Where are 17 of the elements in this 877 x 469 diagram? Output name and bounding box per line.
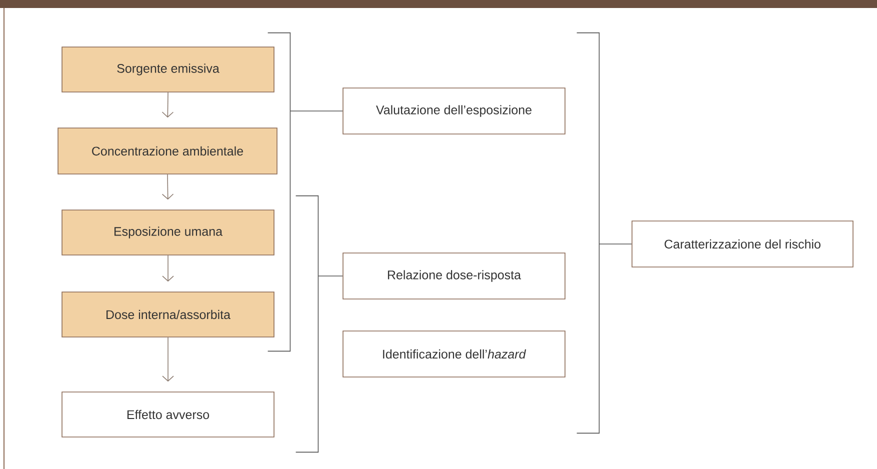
connector-line [290, 110, 343, 112]
process-box: Dose interna/assorbita [62, 292, 274, 338]
process-box: Sorgente emissiva [62, 46, 274, 92]
process-box: Relazione dose-risposta [342, 252, 566, 300]
arrow [162, 92, 174, 118]
process-box: Valutazione dell’esposizione [342, 88, 566, 134]
bracket [267, 32, 291, 352]
arrow [162, 337, 174, 382]
bracket [576, 32, 600, 434]
process-box: Effetto avverso [62, 392, 274, 438]
process-box: Caratterizzazione del rischio [632, 220, 854, 268]
process-box: Identificazione dell’hazard [342, 330, 566, 378]
arrow [162, 255, 174, 282]
process-box: Esposizione umana [62, 210, 274, 256]
process-box: Concentrazione ambientale [58, 128, 278, 174]
bracket [295, 195, 319, 453]
arrow [162, 174, 174, 200]
